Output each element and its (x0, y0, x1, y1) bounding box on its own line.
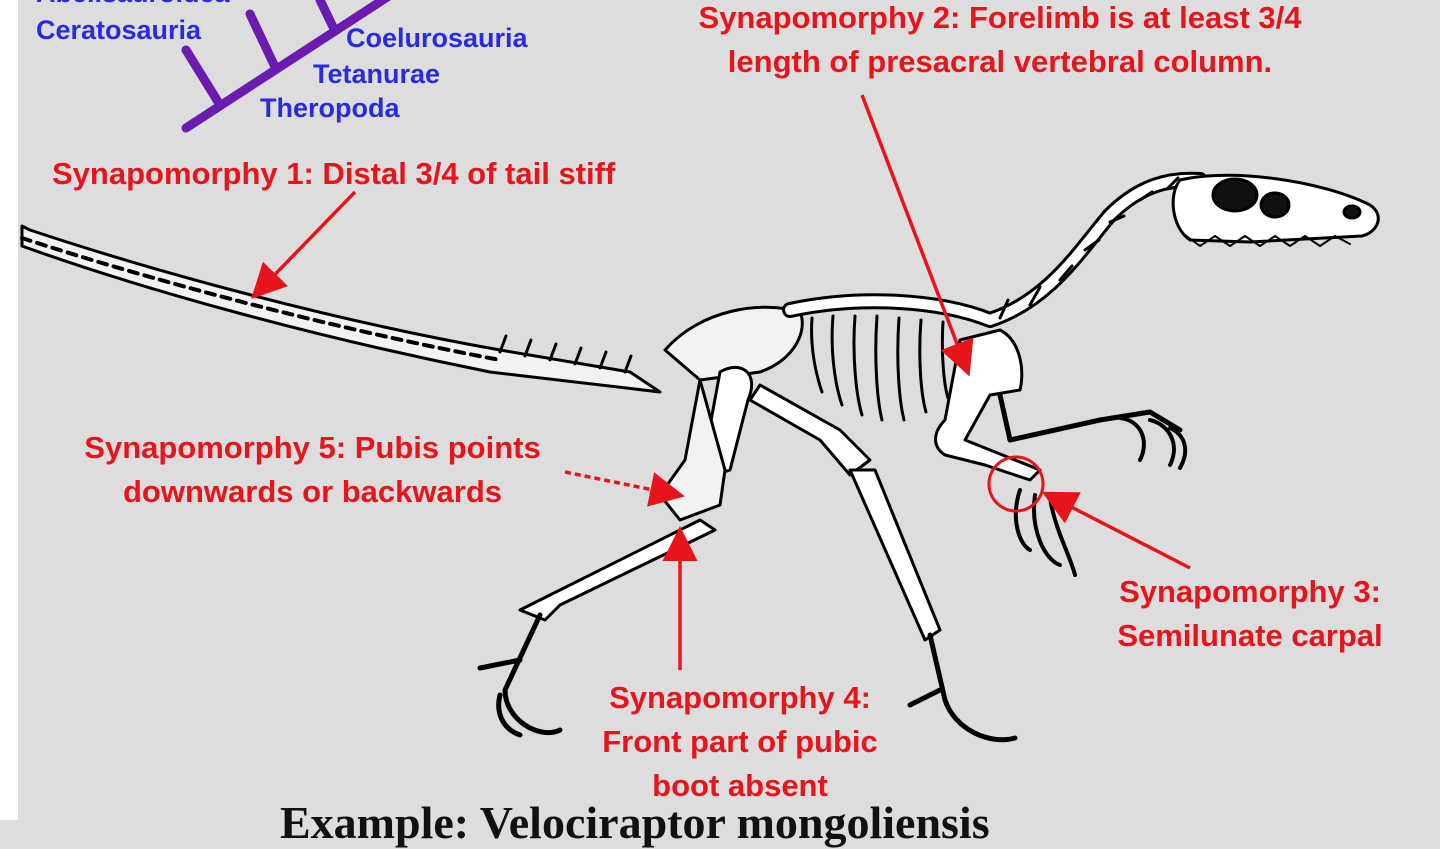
taxon-abelisauroidea: Abelisauroidea (36, 0, 230, 8)
rib-cage (810, 314, 950, 422)
left-edge-strip (0, 0, 18, 820)
semilunate-carpal-highlight (987, 455, 1045, 513)
femur-right (748, 383, 872, 477)
cladogram-tree (181, 0, 392, 133)
syn3-arrow (1041, 491, 1191, 570)
syn3-line-2: Semilunate carpal (1117, 618, 1383, 653)
taxon-ceratosauria: Ceratosauria (36, 15, 202, 45)
syn3-line-1: Synapomorphy 3: (1119, 574, 1381, 609)
tibia-left (518, 518, 717, 622)
diagram-canvas (20, 0, 1380, 743)
syn1-line-1: Synapomorphy 1: Distal 3/4 of tail stiff (52, 156, 616, 191)
syn4-line-1: Synapomorphy 4: (609, 680, 871, 715)
taxon-theropoda: Theropoda (260, 93, 400, 123)
annotation-arrows (251, 94, 1191, 670)
synapomorphy-5-label: Synapomorphy 5: Pubis points downwards o… (40, 426, 585, 514)
synapomorphy-3-label: Synapomorphy 3: Semilunate carpal (1090, 570, 1410, 658)
syn5-line-1: Synapomorphy 5: Pubis points (84, 430, 541, 465)
synapomorphy-4-label: Synapomorphy 4: Front part of pubic boot… (560, 676, 920, 808)
syn2-line-1: Synapomorphy 2: Forelimb is at least 3/4 (698, 0, 1302, 35)
taxon-tetanurae: Tetanurae (313, 59, 441, 89)
syn2-arrow (860, 94, 974, 377)
syn4-line-2: Front part of pubic (602, 724, 878, 759)
syn5-line-2: downwards or backwards (123, 474, 502, 509)
syn1-arrow (251, 190, 357, 300)
syn4-line-3: boot absent (652, 768, 828, 803)
tail (20, 224, 662, 394)
bottom-caption: Example: Velociraptor mongoliensis (280, 797, 990, 848)
synapomorphy-2-label: Synapomorphy 2: Forelimb is at least 3/4… (640, 0, 1360, 84)
synapomorphy-1-label: Synapomorphy 1: Distal 3/4 of tail stiff (52, 152, 615, 196)
taxon-coelurosauria: Coelurosauria (346, 23, 528, 53)
syn2-line-2: length of presacral vertebral column. (727, 44, 1273, 79)
tibia-right (848, 468, 942, 642)
